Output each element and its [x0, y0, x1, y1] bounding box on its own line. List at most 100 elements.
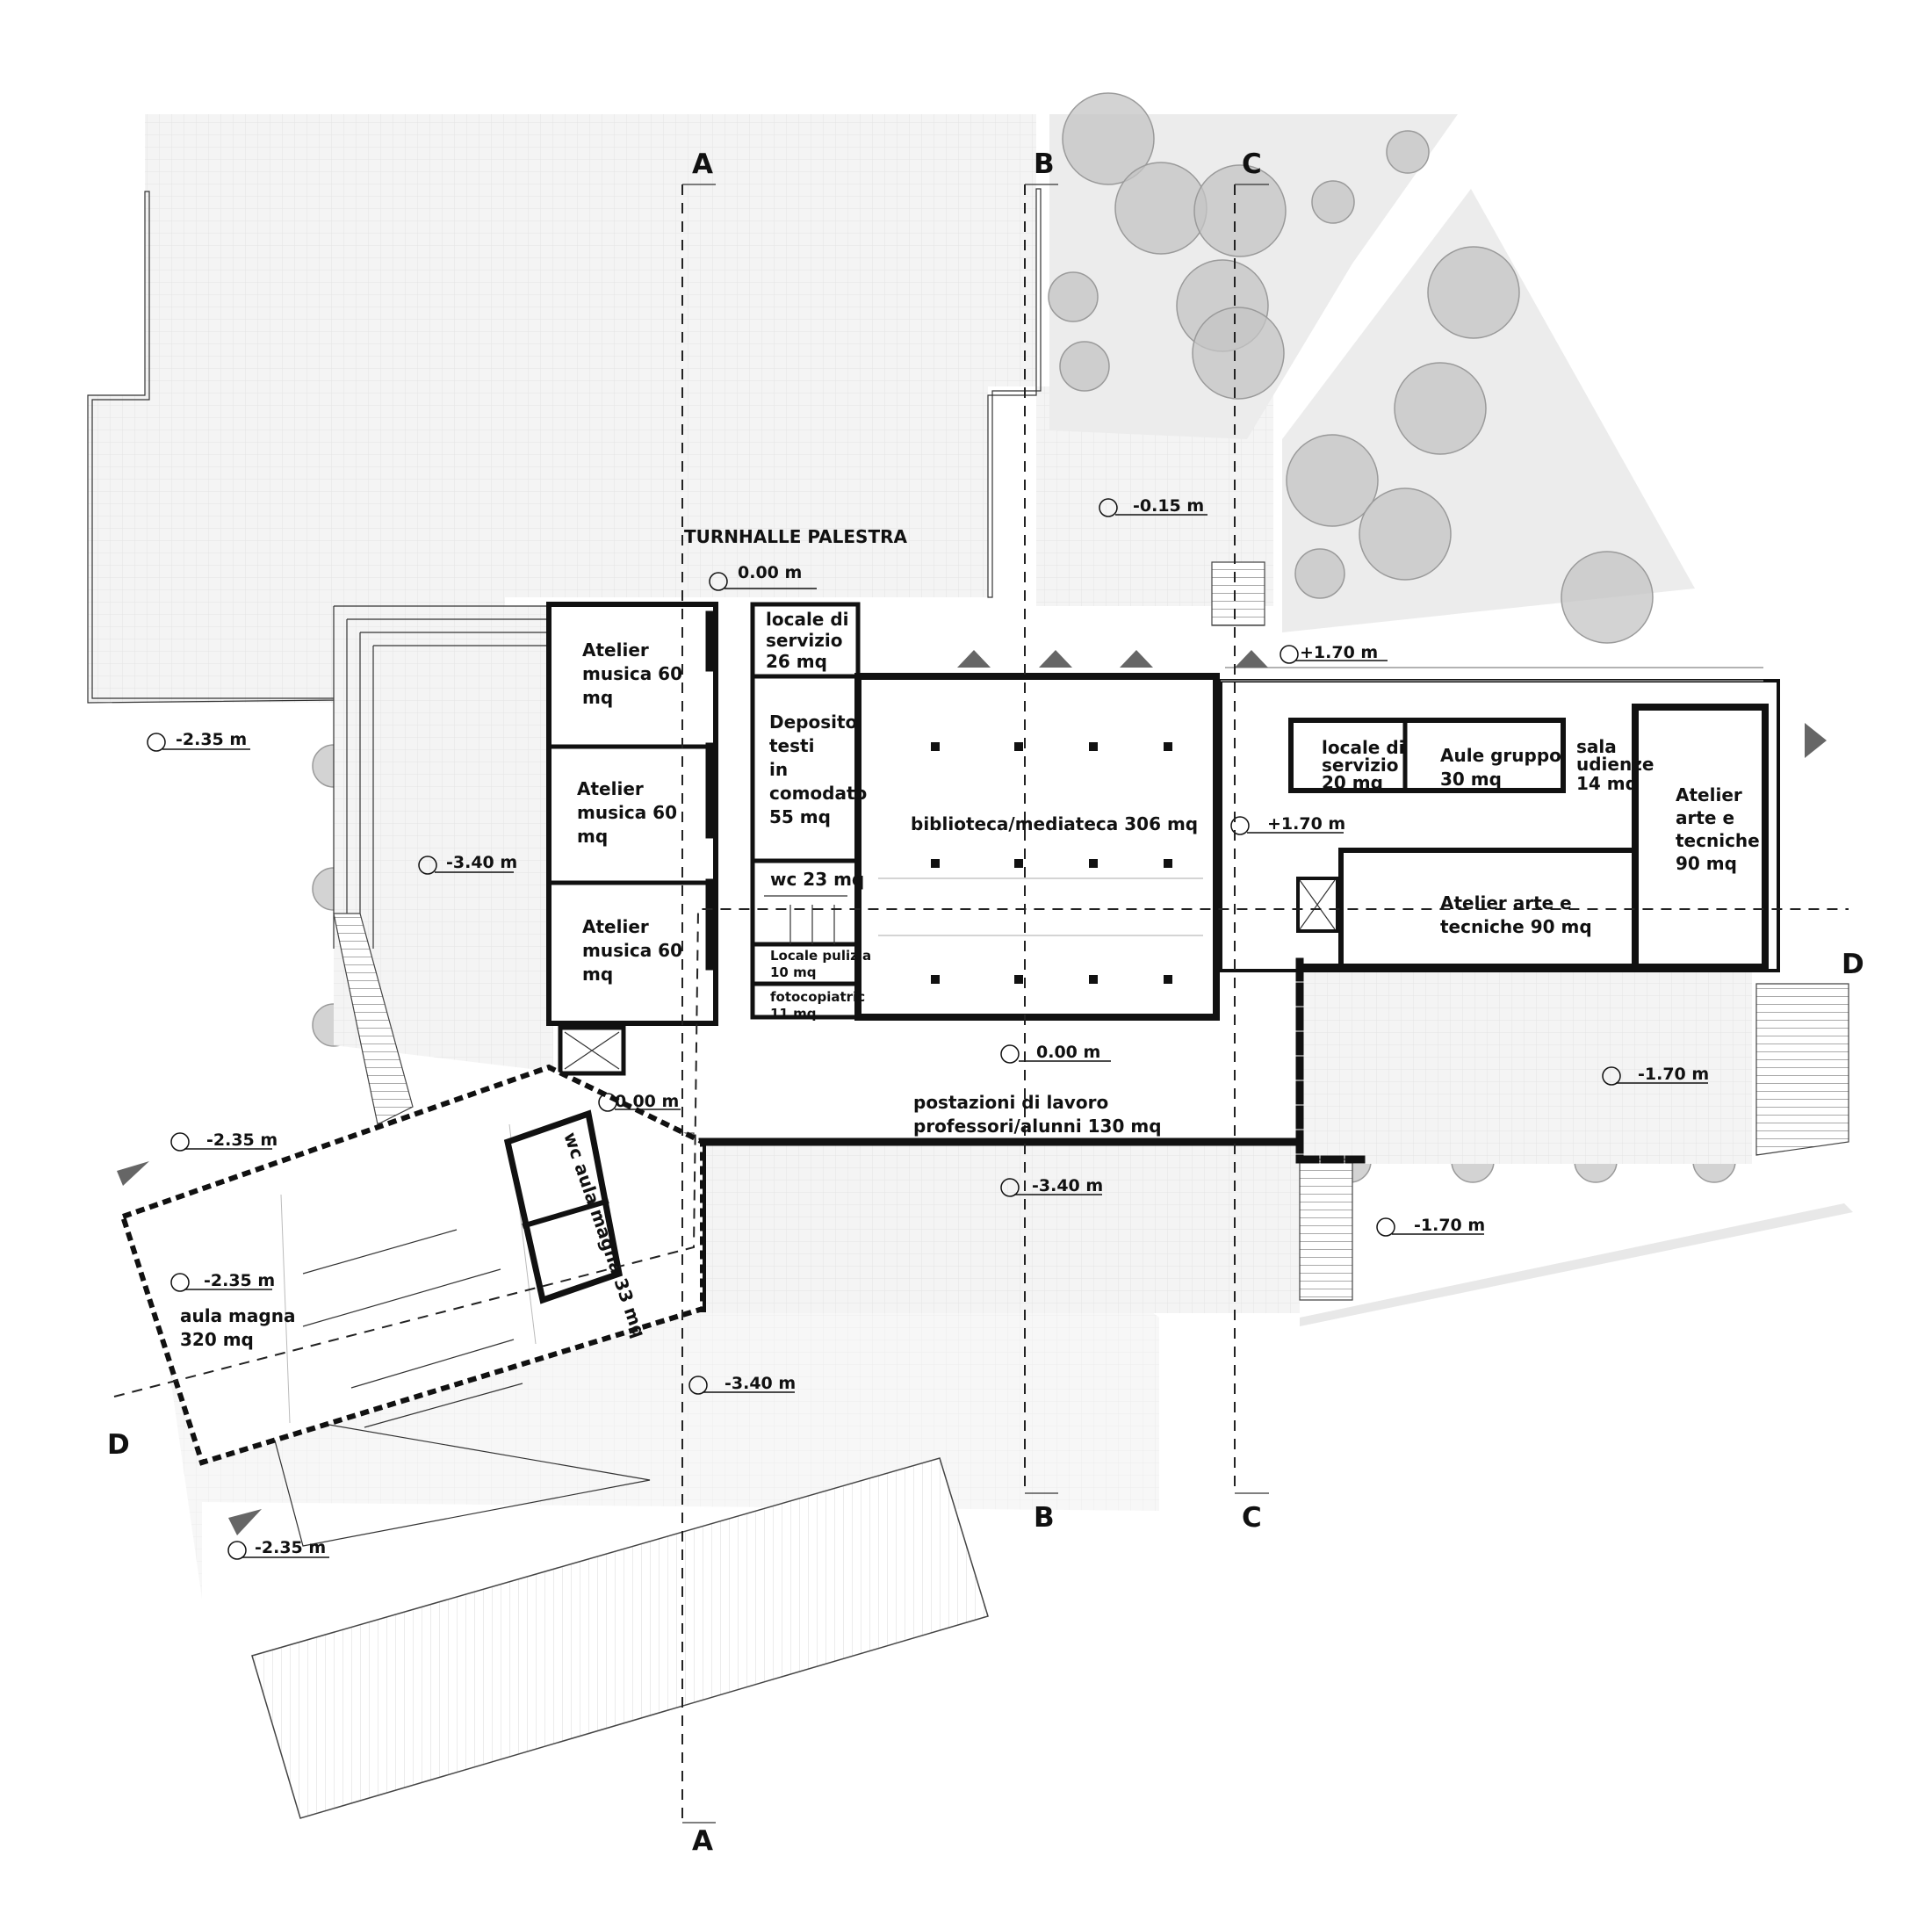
room-label-line: professori/alunni 130 mq: [913, 1116, 1162, 1137]
room-label-line: mq: [577, 826, 608, 847]
tree: [1062, 92, 1155, 185]
room-label-line: testi: [769, 735, 814, 756]
room-label-line: Deposito: [769, 711, 857, 733]
room-label-line: 14 mq: [1576, 773, 1638, 794]
level-label: -1.70 m: [1638, 1065, 1709, 1084]
section-d-right-label: D: [1842, 949, 1864, 980]
level-label: 0.00 m: [1036, 1043, 1100, 1062]
room-label-line: 10 mq: [770, 964, 816, 980]
room-label-line: tecniche 90 mq: [1440, 916, 1592, 937]
level-label: -0.15 m: [1133, 496, 1204, 516]
room-label-line: comodato: [769, 783, 867, 804]
room-label-line: servizio: [766, 630, 842, 651]
level-label: 0.00 m: [615, 1092, 679, 1111]
tree: [1561, 551, 1654, 644]
room-label-line: mq: [582, 964, 613, 985]
room-label-line: Atelier: [577, 778, 644, 799]
room-label-line: Atelier arte e: [1440, 892, 1572, 914]
level-label: -3.40 m: [446, 853, 517, 872]
section-b-top-label: B: [1034, 148, 1055, 180]
tree: [1311, 180, 1355, 224]
level-markers: [147, 498, 1708, 1560]
section-a-bottom-label: A: [692, 1825, 713, 1857]
tree: [1059, 341, 1110, 392]
level-label: +1.70 m: [1267, 814, 1345, 834]
trees: [312, 92, 1736, 1183]
tree: [1193, 164, 1287, 257]
room-label-line: in: [769, 759, 788, 780]
room-label-line: postazioni di lavoro: [913, 1092, 1108, 1113]
room-label-line: 55 mq: [769, 806, 831, 827]
room-label-line: musica 60: [582, 663, 682, 684]
tree: [1427, 246, 1520, 339]
entrance-markers: [117, 650, 1827, 1535]
level-label: -2.35 m: [176, 730, 247, 749]
level-label: -3.40 m: [724, 1374, 796, 1393]
room-label-line: musica 60: [582, 940, 682, 961]
tree: [1359, 487, 1452, 581]
room-label-line: Aule gruppo: [1440, 745, 1561, 766]
level-label: -2.35 m: [204, 1271, 275, 1290]
building-title: TURNHALLE PALESTRA: [684, 526, 908, 547]
level-label: -1.70 m: [1414, 1216, 1485, 1235]
section-labels: A A B B C C D D: [107, 148, 1864, 1857]
room-label-line: Atelier: [1676, 784, 1742, 805]
room-label-wc: wc 23 mq: [770, 869, 864, 890]
room-label-line: tecniche: [1676, 830, 1760, 851]
level-label: 0.00 m: [738, 563, 802, 582]
tree: [1192, 307, 1285, 400]
room-label-line: musica 60: [577, 802, 677, 823]
level-label: -2.35 m: [255, 1538, 326, 1557]
tree: [1114, 162, 1208, 255]
room-label-line: arte e: [1676, 807, 1734, 828]
room-label-line: servizio: [1322, 755, 1398, 776]
room-label-line: 30 mq: [1440, 769, 1502, 790]
room-label-line: sala: [1576, 736, 1617, 757]
section-d-left-label: D: [107, 1429, 130, 1461]
section-a-top-label: A: [692, 148, 713, 180]
room-label-line: Locale pulizia: [770, 948, 871, 964]
room-label-line: 11 mq: [770, 1006, 816, 1022]
room-label-biblioteca: biblioteca/mediateca 306 mq: [911, 813, 1198, 834]
room-label-line: Atelier: [582, 916, 649, 937]
room-label-line: 26 mq: [766, 651, 827, 672]
section-c-top-label: C: [1242, 148, 1262, 180]
level-label: +1.70 m: [1300, 643, 1378, 662]
level-label: -3.40 m: [1032, 1176, 1103, 1195]
tree: [1286, 434, 1379, 527]
room-label-line: fotocopiatric: [770, 989, 865, 1005]
room-label-line: aula magna: [180, 1305, 295, 1326]
building-walls: [119, 602, 1780, 1466]
level-label: -2.35 m: [206, 1130, 278, 1150]
room-label-line: 90 mq: [1676, 853, 1737, 874]
room-label-line: 320 mq: [180, 1329, 254, 1350]
room-label-line: 20 mq: [1322, 772, 1383, 793]
room-label-line: locale di: [766, 609, 849, 630]
section-b-bottom-label: B: [1034, 1502, 1055, 1534]
tree: [1394, 362, 1487, 455]
room-label-line: locale di: [1322, 737, 1405, 758]
tree: [1048, 271, 1099, 322]
room-label-line: udienze: [1576, 754, 1654, 775]
column-grid: [931, 742, 1172, 984]
section-c-bottom-label: C: [1242, 1502, 1262, 1534]
level-labels: 0.00 m -0.15 m +1.70 m -2.35 m +1.70 m -…: [176, 496, 1709, 1557]
tree: [1294, 548, 1345, 599]
section-lines: [113, 184, 1849, 1824]
tree: [1386, 130, 1430, 174]
